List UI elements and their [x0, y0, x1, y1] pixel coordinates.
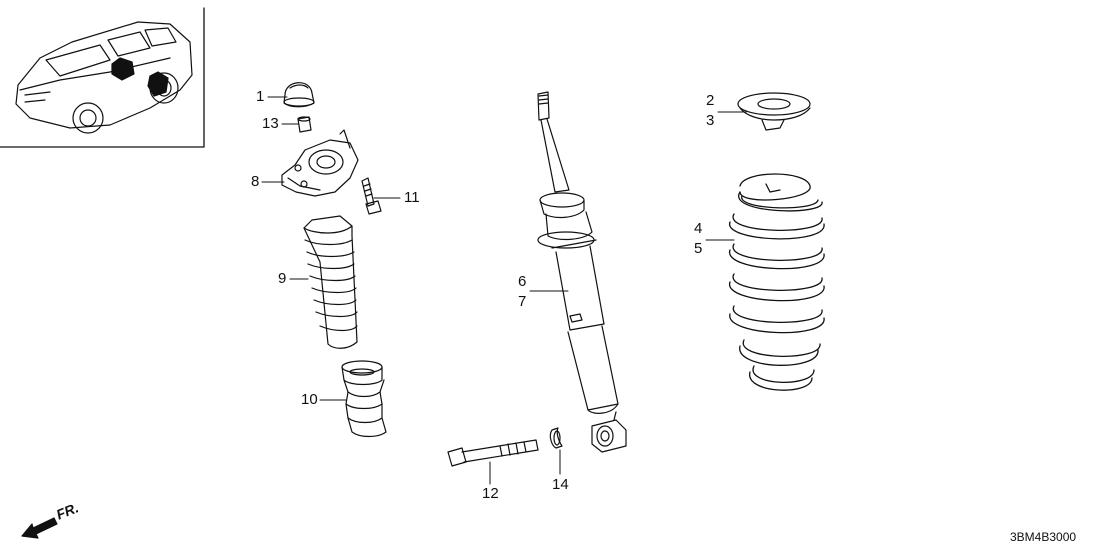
callout-13: 13	[262, 115, 279, 132]
callout-5: 5	[694, 240, 703, 257]
callout-14: 14	[552, 476, 569, 493]
diagram-code: 3BM4B3000	[1010, 530, 1077, 544]
part-2-spring-insulator	[737, 92, 811, 131]
part-1-cap	[283, 82, 315, 108]
callout-6: 6	[518, 273, 527, 290]
callout-9: 9	[278, 270, 287, 287]
part-6-shock-absorber	[537, 91, 627, 453]
callout-4: 4	[694, 220, 703, 237]
part-13-nut	[297, 116, 312, 133]
callout-10: 10	[301, 391, 318, 408]
callout-12: 12	[482, 485, 499, 502]
callout-11: 11	[404, 189, 420, 206]
callout-8: 8	[251, 173, 260, 190]
callout-1: 1	[256, 88, 265, 105]
part-10-bump-stop	[341, 360, 387, 438]
part-9-dust-boot	[303, 215, 358, 349]
front-arrow-icon	[21, 517, 58, 539]
leader-lines	[261, 96, 747, 485]
part-11-bolt	[361, 177, 382, 215]
vehicle-locator	[0, 7, 205, 148]
part-12-bolt	[447, 439, 539, 467]
callout-3: 3	[706, 112, 715, 129]
part-4-coil-spring	[729, 173, 825, 391]
callout-2: 2	[706, 92, 715, 109]
part-8-mount	[281, 129, 359, 197]
callout-7: 7	[518, 293, 527, 310]
part-14-washer	[549, 427, 563, 449]
